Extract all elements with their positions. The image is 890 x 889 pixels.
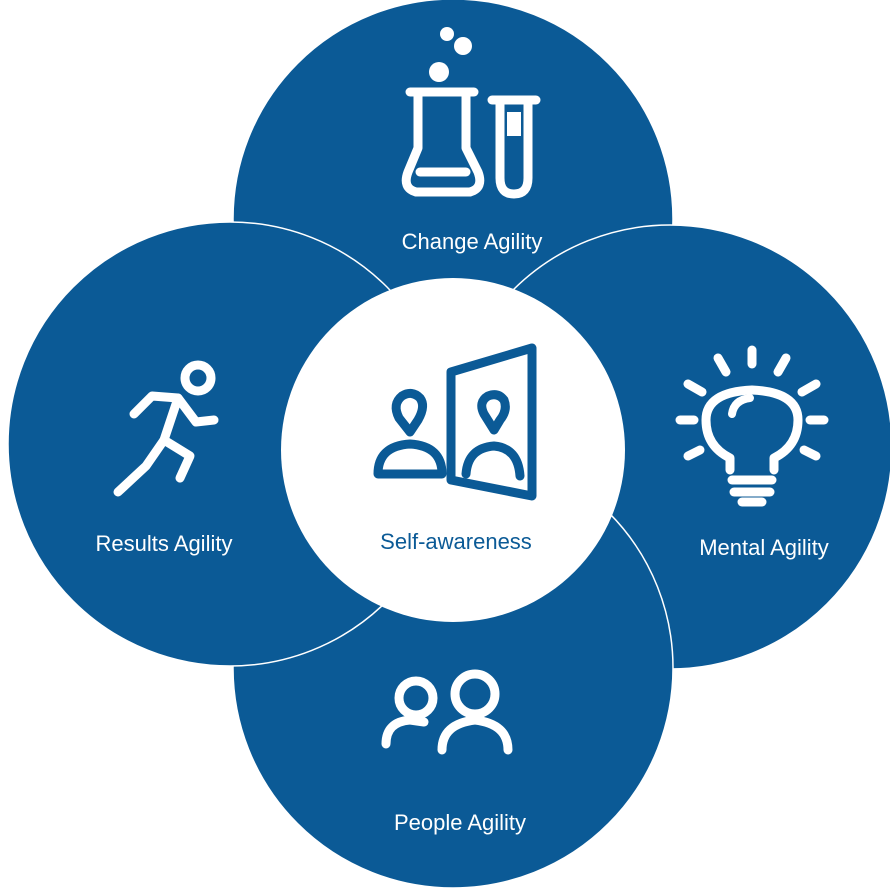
label-mental-agility: Mental Agility bbox=[699, 535, 829, 560]
label-change-agility: Change Agility bbox=[402, 229, 543, 254]
mirror-reflection-icon bbox=[373, 343, 537, 501]
people-icon bbox=[381, 669, 513, 755]
lightbulb-icon bbox=[675, 345, 829, 507]
runner-icon bbox=[113, 360, 219, 497]
lab-flask-icon bbox=[401, 27, 541, 199]
label-results-agility: Results Agility bbox=[96, 531, 233, 556]
label-people-agility: People Agility bbox=[394, 810, 526, 835]
label-self-awareness: Self-awareness bbox=[380, 529, 532, 554]
